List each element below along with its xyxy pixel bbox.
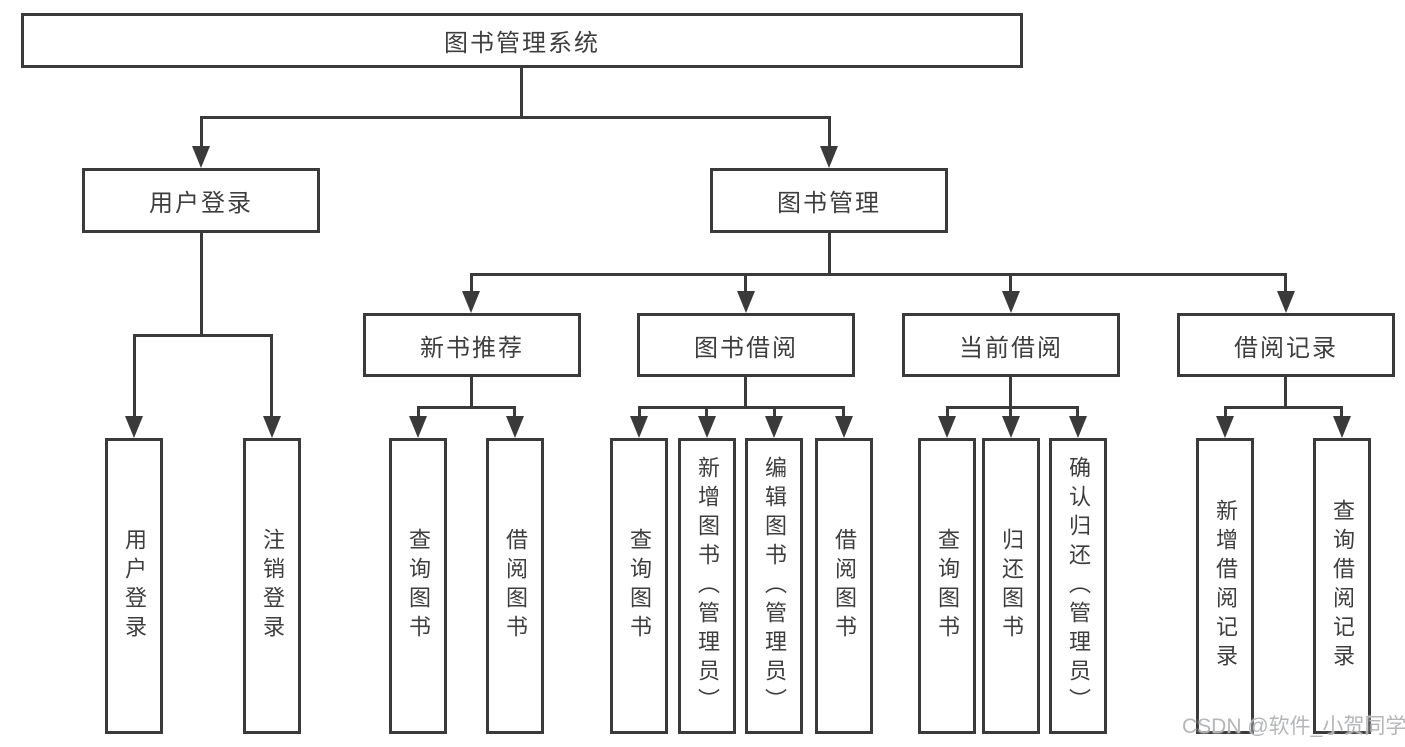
arrow-down-icon [765,416,783,438]
connector-line [744,377,747,408]
node-book-management: 图书管理 [710,168,948,233]
leaf-recommend-borrow-books: 借阅图书 [486,438,544,734]
connector-line [744,273,747,295]
arrow-down-icon [835,416,853,438]
connector-line [133,334,273,337]
arrow-down-icon [1002,416,1020,438]
connector-line [638,406,845,409]
arrow-down-icon [409,416,427,438]
node-current-borrowing: 当前借阅 [902,313,1120,377]
leaf-user-login: 用户登录 [105,438,163,734]
connector-line [705,406,708,420]
arrow-down-icon [820,146,838,168]
connector-line [1076,406,1079,420]
connector-line [1009,273,1012,295]
leaf-logout: 注销登录 [243,438,301,734]
leaf-records-add-borrow-record: 新增借阅记录 [1196,438,1254,734]
leaf-borrowing-add-books-admin: 新增图书（管理员） [678,438,736,734]
leaf-recommend-query-books: 查询图书 [389,438,447,734]
node-book-borrowing: 图书借阅 [637,313,855,377]
connector-line [1284,273,1287,295]
arrow-down-icon [1069,416,1087,438]
arrow-down-icon [1002,291,1020,313]
connector-line [946,406,1079,409]
leaf-current-query-books: 查询图书 [918,438,976,734]
arrow-down-icon [1333,416,1351,438]
arrow-down-icon [698,416,716,438]
leaf-borrowing-edit-books-admin: 编辑图书（管理员） [745,438,803,734]
leaf-borrowing-borrow-books: 借阅图书 [815,438,873,734]
node-library-management-system: 图书管理系统 [21,13,1023,68]
connector-line [270,334,273,420]
arrow-down-icon [125,416,143,438]
connector-line [1284,377,1287,408]
connector-line [470,273,1287,276]
leaf-current-confirm-return-admin: 确认归还（管理员） [1049,438,1107,734]
arrow-down-icon [630,416,648,438]
connector-line [946,406,949,420]
arrow-down-icon [462,291,480,313]
arrow-down-icon [938,416,956,438]
arrow-down-icon [192,146,210,168]
leaf-borrowing-query-books: 查询图书 [610,438,668,734]
csdn-watermark: CSDN @软件_小贺同学 [1182,715,1405,738]
node-borrowing-records: 借阅记录 [1177,313,1395,377]
arrow-down-icon [1277,291,1295,313]
connector-line [200,233,203,336]
node-new-book-recommend: 新书推荐 [363,313,581,377]
connector-line [470,377,473,408]
connector-line [133,334,136,420]
leaf-current-return-books: 归还图书 [982,438,1040,734]
connector-line [513,406,516,420]
connector-line [200,116,203,150]
connector-line [1224,406,1227,420]
arrow-down-icon [737,291,755,313]
arrow-down-icon [506,416,524,438]
connector-line [417,406,420,420]
connector-line [773,406,776,420]
connector-line [520,68,523,118]
leaf-records-query-borrow-record: 查询借阅记录 [1313,438,1371,734]
connector-line [828,233,831,275]
arrow-down-icon [263,416,281,438]
connector-line [1009,406,1012,420]
connector-line [828,116,831,150]
connector-line [638,406,641,420]
arrow-down-icon [1216,416,1234,438]
connector-line [1009,377,1012,408]
connector-line [1224,406,1343,409]
connector-line [417,406,516,409]
node-user-login: 用户登录 [82,168,320,233]
connector-line [200,116,831,119]
connector-line [842,406,845,420]
connector-line [1340,406,1343,420]
connector-line [470,273,473,295]
